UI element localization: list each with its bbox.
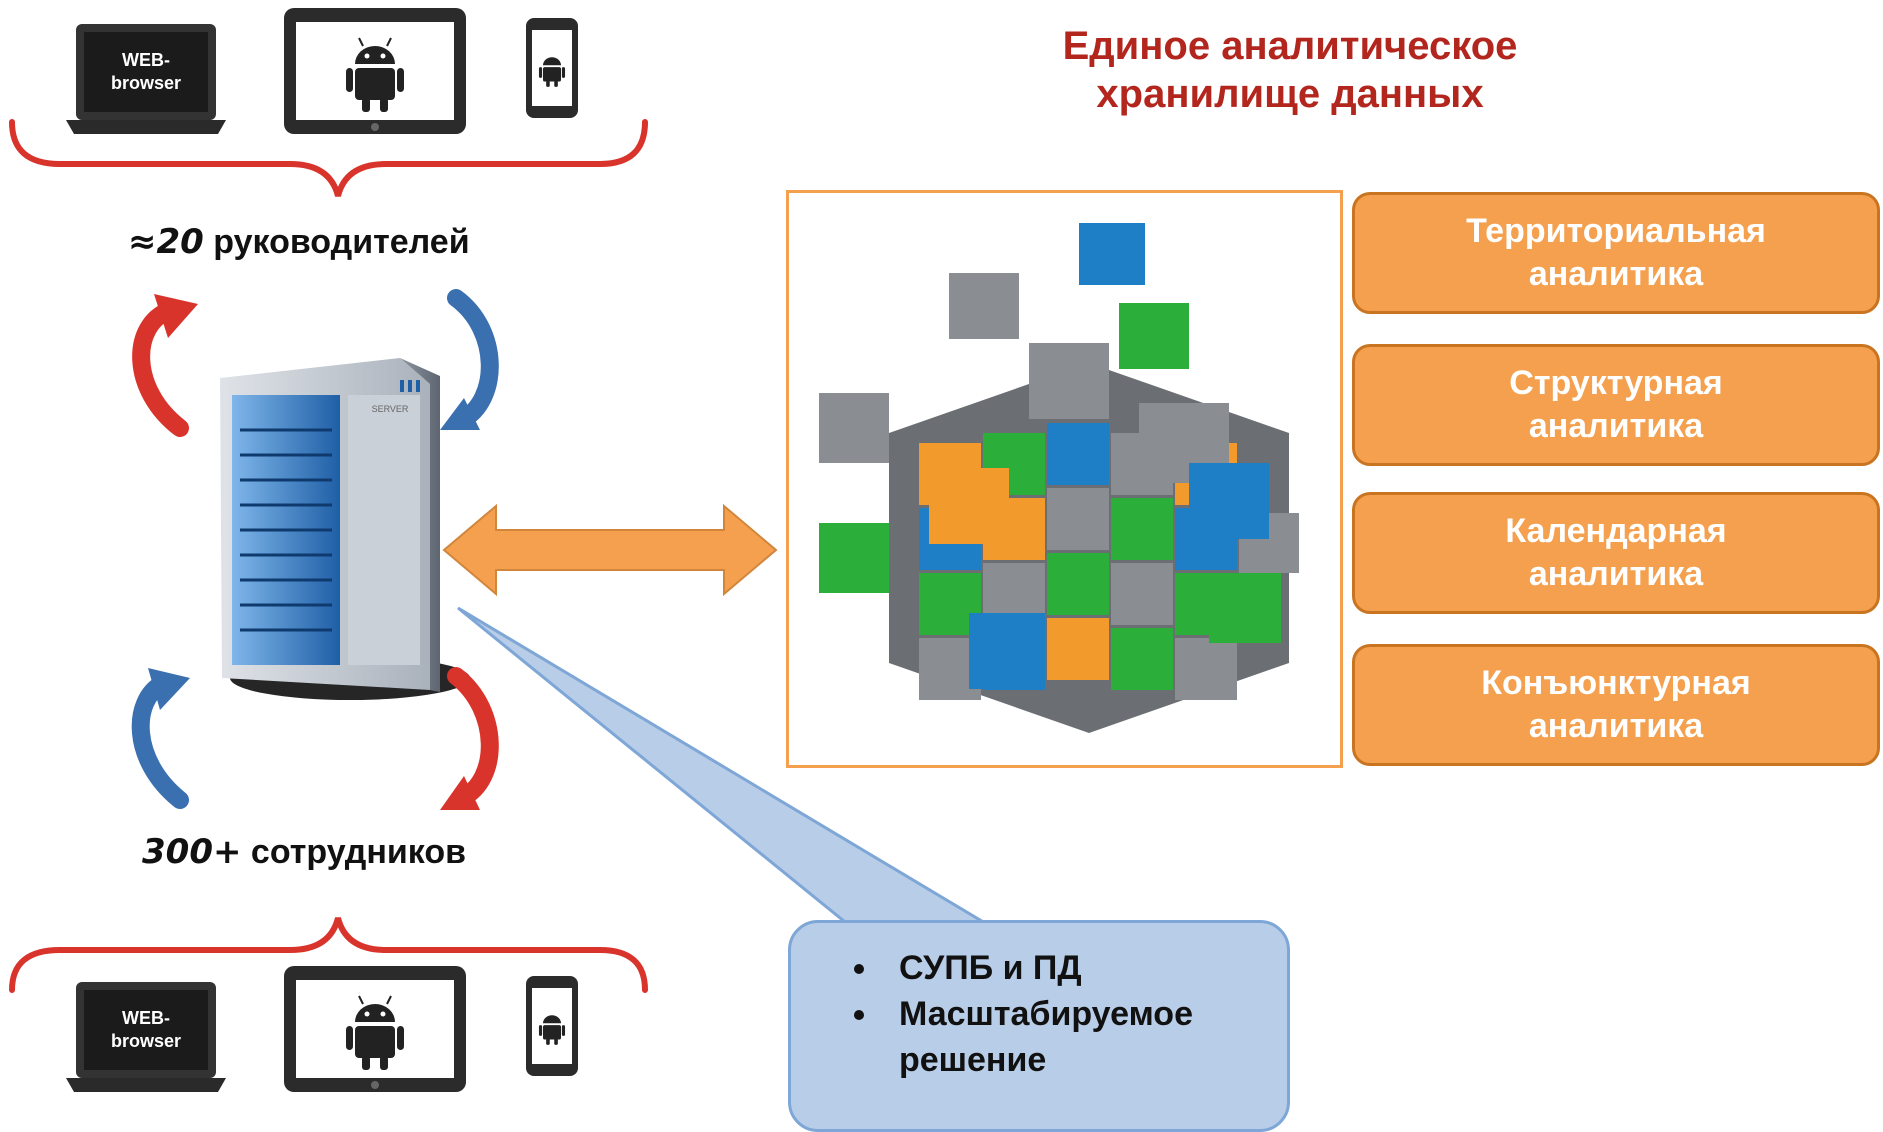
managers-text: руководителей [213, 223, 470, 261]
red-arrow-down-icon [447, 667, 499, 807]
callout-pointer [457, 606, 996, 928]
top-device-group: WEB- browser [9, 8, 648, 197]
server-callout: СУПБ и ПД Масштабируемое решение [788, 920, 1290, 1132]
blue-arrow-down-icon [447, 289, 499, 429]
laptop-icon: WEB- browser [66, 24, 226, 134]
phone-icon [526, 18, 578, 118]
browser-label-1: WEB- [122, 50, 170, 70]
managers-label: ≈20 руководителей [128, 222, 470, 262]
managers-count: ≈20 [128, 222, 204, 262]
title-line-1: Единое аналитическое [1062, 24, 1518, 68]
analytics-line-1: Конъюнктурная [1481, 664, 1751, 702]
analytics-line-1: Календарная [1505, 512, 1727, 550]
phone-icon [526, 976, 578, 1076]
employees-text: сотрудников [250, 833, 467, 871]
analytics-line-2: аналитика [1528, 255, 1704, 293]
bottom-device-group: WEB- browser [9, 917, 648, 1092]
top-brace [9, 119, 648, 197]
android-icon [538, 57, 566, 87]
android-icon [538, 1015, 566, 1045]
analytics-territorial: Территориальная аналитика [1352, 192, 1880, 314]
android-icon [346, 995, 404, 1070]
employees-count: 300+ [142, 832, 242, 872]
callout-item: СУПБ и ПД [881, 945, 1257, 991]
data-cube-image [786, 190, 1343, 768]
blue-arrow-up-icon [131, 675, 189, 809]
double-arrow-icon [442, 503, 778, 597]
server-group: SERVER [131, 289, 499, 810]
browser-label-2: browser [111, 1031, 181, 1051]
laptop-icon: WEB- browser [66, 982, 226, 1092]
android-icon [346, 37, 404, 112]
callout-item: Масштабируемое решение [881, 991, 1257, 1083]
title-line-2: хранилище данных [1096, 72, 1484, 116]
tablet-icon [284, 966, 466, 1092]
cube-icon [819, 223, 1299, 733]
analytics-line-2: аналитика [1528, 555, 1704, 593]
tablet-icon [284, 8, 466, 134]
analytics-market: Конъюнктурная аналитика [1352, 644, 1880, 766]
analytics-line-2: аналитика [1528, 707, 1704, 745]
browser-label-1: WEB- [122, 1008, 170, 1028]
employees-label: 300+ сотрудников [142, 832, 466, 872]
diagram-title: Единое аналитическое хранилище данных [960, 22, 1620, 118]
analytics-calendar: Календарная аналитика [1352, 492, 1880, 614]
analytics-structural: Структурная аналитика [1352, 344, 1880, 466]
browser-label-2: browser [111, 73, 181, 93]
red-arrow-up-icon [132, 301, 189, 437]
bottom-brace [9, 917, 648, 993]
analytics-line-2: аналитика [1528, 407, 1704, 445]
analytics-line-1: Территориальная [1466, 212, 1766, 250]
server-icon: SERVER [220, 358, 470, 700]
analytics-line-1: Структурная [1509, 364, 1723, 402]
server-brand-label: SERVER [372, 404, 409, 414]
